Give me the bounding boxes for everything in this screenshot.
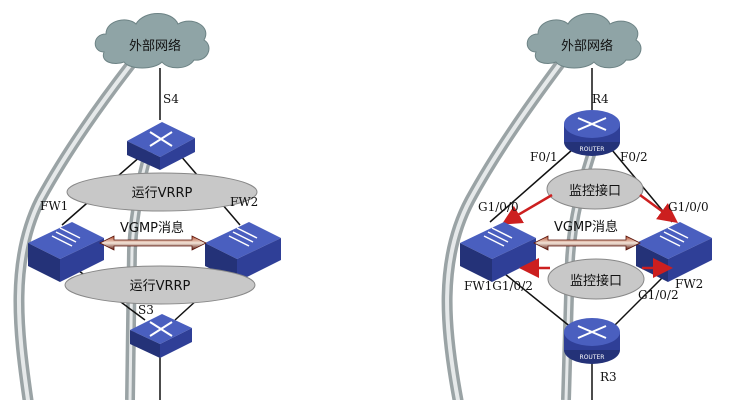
left-vrrp-top: 运行VRRP (66, 172, 258, 212)
firewall-icon (483, 227, 513, 247)
firewall-icon (659, 227, 689, 247)
right-router-r3: ROUTER (564, 318, 620, 364)
left-vrrp-bottom-label: 运行VRRP (130, 279, 191, 294)
right-monitor-bottom: 监控接口 (547, 258, 645, 300)
left-s4-label: S4 (163, 92, 179, 106)
left-cloud-label: 外部网络 (129, 38, 181, 54)
left-vgmp-arrow (99, 235, 207, 251)
right-monitor-arrow-left-top (501, 193, 553, 225)
right-f02-label: F0/2 (620, 150, 648, 164)
right-fw1-g102-label: FW1G1/0/2 (464, 279, 533, 293)
right-diagram: 外部网络 ROUTER R4 F0/1 F0/2 监控接口 G1/0/0 G1/… (441, 13, 712, 404)
right-router-r4: ROUTER (564, 110, 620, 156)
right-monitor-top: 监控接口 (546, 168, 644, 210)
right-f01-label: F0/1 (530, 150, 558, 164)
router-arrows-icon (577, 117, 607, 131)
router-arrows-icon (577, 325, 607, 339)
switch-arrows-icon (149, 321, 173, 337)
right-r3-router-text: ROUTER (580, 354, 605, 361)
right-g100-left-label: G1/0/0 (478, 200, 519, 214)
left-s3-label: S3 (138, 303, 154, 317)
right-cloud: 外部网络 (526, 13, 642, 69)
right-fw1-label: FW1 (464, 279, 492, 293)
right-firewall-fw1 (460, 222, 536, 282)
right-monitor-arrow-right-top (639, 193, 679, 223)
left-fw1-label: FW1 (40, 199, 68, 213)
left-cloud: 外部网络 (94, 13, 210, 69)
left-vrrp-top-label: 运行VRRP (132, 186, 193, 201)
firewall-icon (228, 227, 258, 247)
left-switch-s3 (130, 314, 192, 358)
left-diagram: 外部网络 S4 运行VRRP (13, 13, 281, 404)
right-g102-left-label: G1/0/2 (492, 279, 533, 293)
left-firewall-fw1 (28, 222, 104, 282)
left-switch-s4 (127, 122, 195, 170)
switch-arrows-icon (149, 131, 173, 147)
left-fw2-label: FW2 (230, 195, 258, 209)
right-vgmp-label: VGMP消息 (554, 219, 618, 235)
right-fw2-label: FW2 (675, 277, 703, 291)
right-r3-label: R3 (600, 370, 617, 384)
firewall-icon (51, 227, 81, 247)
right-r4-label: R4 (592, 92, 609, 106)
right-cloud-label: 外部网络 (561, 38, 613, 54)
right-r4-router-text: ROUTER (580, 146, 605, 153)
right-vgmp-arrow (533, 235, 641, 251)
right-firewall-fw2 (636, 222, 712, 282)
right-g100-right-label: G1/0/0 (668, 200, 709, 214)
right-monitor-top-label: 监控接口 (569, 183, 621, 199)
right-monitor-bottom-label: 监控接口 (570, 273, 622, 289)
left-vgmp-label: VGMP消息 (120, 220, 184, 236)
left-vrrp-bottom: 运行VRRP (64, 265, 256, 305)
right-g102-right-label: G1/0/2 (638, 288, 679, 302)
